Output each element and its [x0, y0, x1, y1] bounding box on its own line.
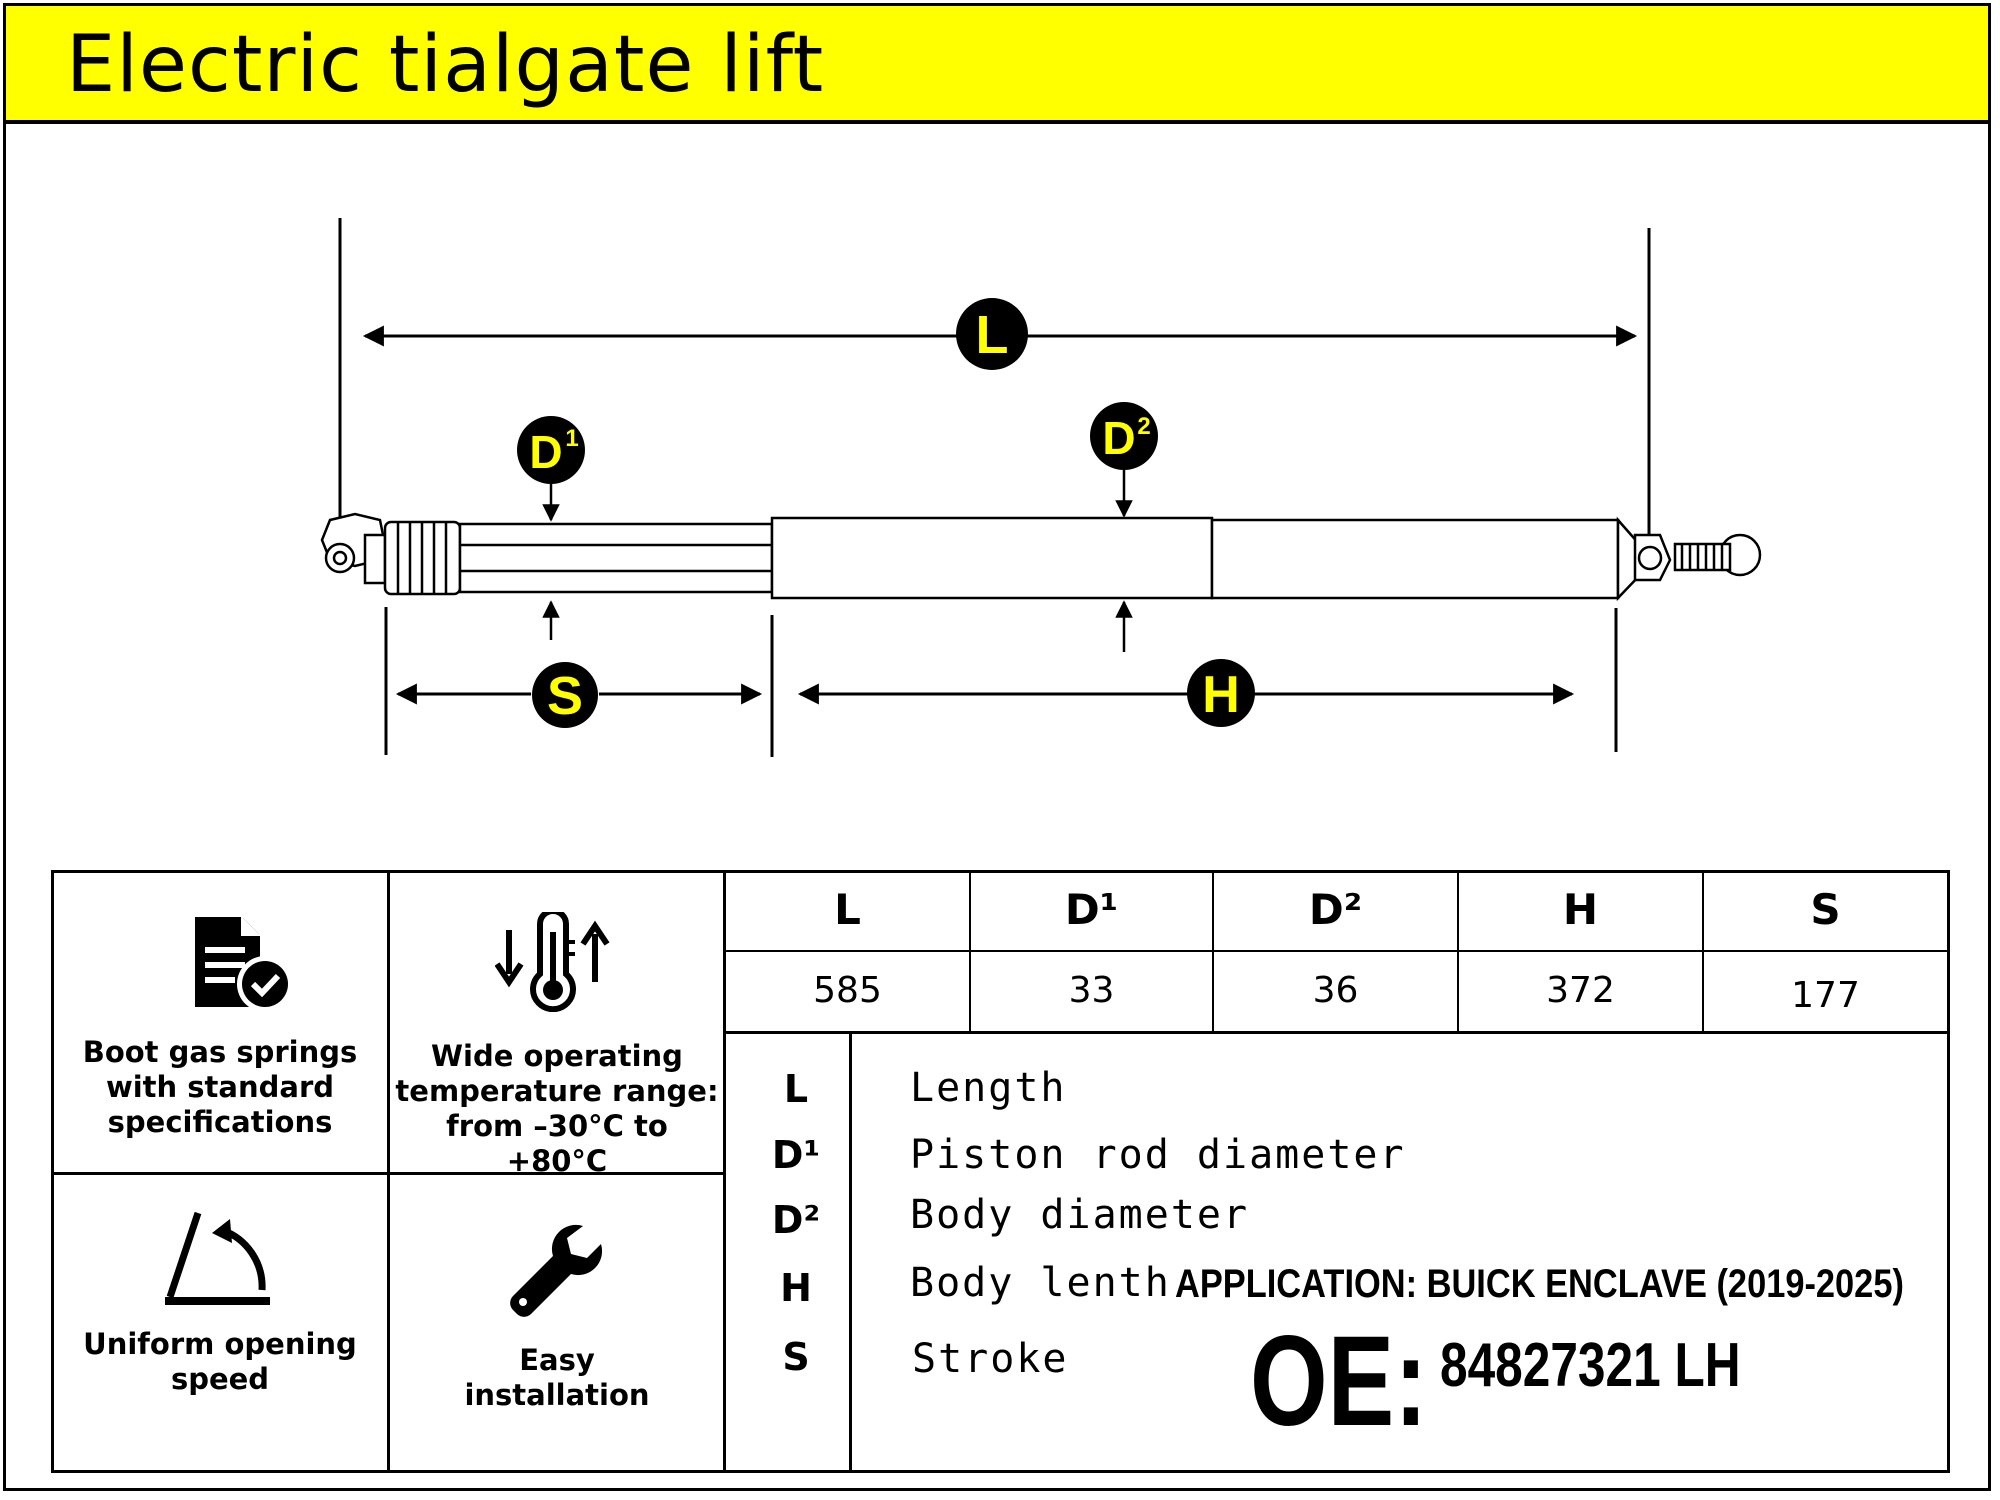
label-d1-text: D: [529, 426, 562, 478]
feature-divider-horizontal: [51, 1172, 725, 1175]
feature-divider-right: [723, 870, 726, 1473]
piston-rod: [458, 522, 774, 594]
panel-border-bottom: [51, 1470, 1950, 1473]
thermometer-icon: [495, 912, 610, 1012]
legend-symbol-h: H: [780, 1266, 812, 1310]
opening-angle-icon: [165, 1211, 270, 1305]
piston-cap: [383, 520, 462, 596]
spec-col-divider-1: [969, 870, 971, 1032]
legend-text-length: Length: [910, 1065, 1067, 1111]
page-title: Electric tialgate lift: [66, 20, 825, 110]
oe-part-number: 84827321 LH: [1440, 1331, 1741, 1400]
feature-line: specifications: [107, 1105, 333, 1139]
spec-value-d2: 36: [1312, 970, 1359, 1011]
label-d2-badge: D 2: [1090, 402, 1158, 470]
right-eyelet: [1633, 533, 1762, 582]
label-d1-badge: D 1: [517, 416, 585, 484]
spring-body: [770, 516, 1642, 602]
spec-value-h: 372: [1546, 970, 1615, 1011]
legend-divider: [849, 1031, 852, 1471]
spec-col-divider-3: [1457, 870, 1459, 1032]
label-d2-text: D: [1102, 412, 1135, 464]
feature-label-opening-speed: Uniform opening speed: [55, 1327, 385, 1397]
legend-symbol-s: S: [782, 1335, 810, 1379]
feature-divider-vertical: [387, 870, 390, 1473]
spec-header-divider: [723, 950, 1950, 952]
spec-header-h: H: [1562, 885, 1599, 934]
legend-symbol-l: L: [783, 1067, 809, 1111]
wrench-icon: [510, 1224, 603, 1317]
label-h-badge: H: [1187, 659, 1255, 727]
feature-line: Uniform opening: [83, 1327, 357, 1361]
feature-line: with standard: [105, 1070, 335, 1104]
legend-text-body-length: Body lenth: [910, 1260, 1171, 1306]
feature-label-installation: Easy installation: [392, 1343, 722, 1413]
panel-border-right: [1947, 870, 1950, 1473]
page-frame: [3, 3, 1991, 1491]
feature-line: Easy: [519, 1343, 595, 1377]
legend-symbol-d1: D¹: [771, 1133, 821, 1177]
spec-col-divider-2: [1212, 870, 1214, 1032]
feature-label-specifications: Boot gas springs with standard specifica…: [55, 1035, 385, 1140]
spec-header-s: S: [1810, 885, 1841, 934]
feature-label-temperature: Wide operating temperature range: from –…: [392, 1039, 722, 1179]
panel-border-left: [51, 870, 54, 1473]
panel-border-top: [51, 870, 1950, 873]
title-banner: Electric tialgate lift: [6, 6, 1988, 124]
label-s-text: S: [547, 666, 583, 726]
label-l-text: L: [976, 305, 1009, 365]
spec-value-s: 177: [1791, 975, 1860, 1016]
legend-text-piston-rod: Piston rod diameter: [910, 1132, 1406, 1178]
legend-text-stroke: Stroke: [912, 1336, 1069, 1382]
spec-header-d2: D²: [1308, 885, 1363, 934]
feature-line: Boot gas springs: [82, 1035, 358, 1069]
spec-header-l: L: [834, 885, 861, 934]
spec-value-d1: 33: [1068, 970, 1115, 1011]
label-d2-superscript: 2: [1137, 413, 1150, 440]
feature-line: temperature range:: [395, 1074, 719, 1108]
spec-values-divider: [723, 1031, 1950, 1034]
label-h-text: H: [1202, 666, 1240, 724]
spec-col-divider-4: [1702, 870, 1704, 1032]
application-text: APPLICATION: BUICK ENCLAVE (2019-2025): [1175, 1262, 1904, 1306]
legend-symbol-d2: D²: [771, 1198, 821, 1242]
oe-label: OE:: [1250, 1310, 1428, 1453]
label-d1-superscript: 1: [565, 425, 578, 452]
document-check-icon: [195, 917, 293, 1012]
feature-line: installation: [464, 1378, 650, 1412]
spec-value-l: 585: [813, 970, 882, 1011]
left-eyelet: [320, 512, 387, 585]
spec-header-d1: D¹: [1064, 885, 1119, 934]
feature-line: from –30°C to +80°C: [446, 1109, 668, 1178]
label-l-badge: L: [956, 298, 1028, 370]
legend-text-body-diameter: Body diameter: [910, 1192, 1250, 1238]
feature-line: Wide operating: [431, 1039, 683, 1073]
label-s-badge: S: [531, 661, 599, 729]
feature-line: speed: [170, 1362, 270, 1396]
